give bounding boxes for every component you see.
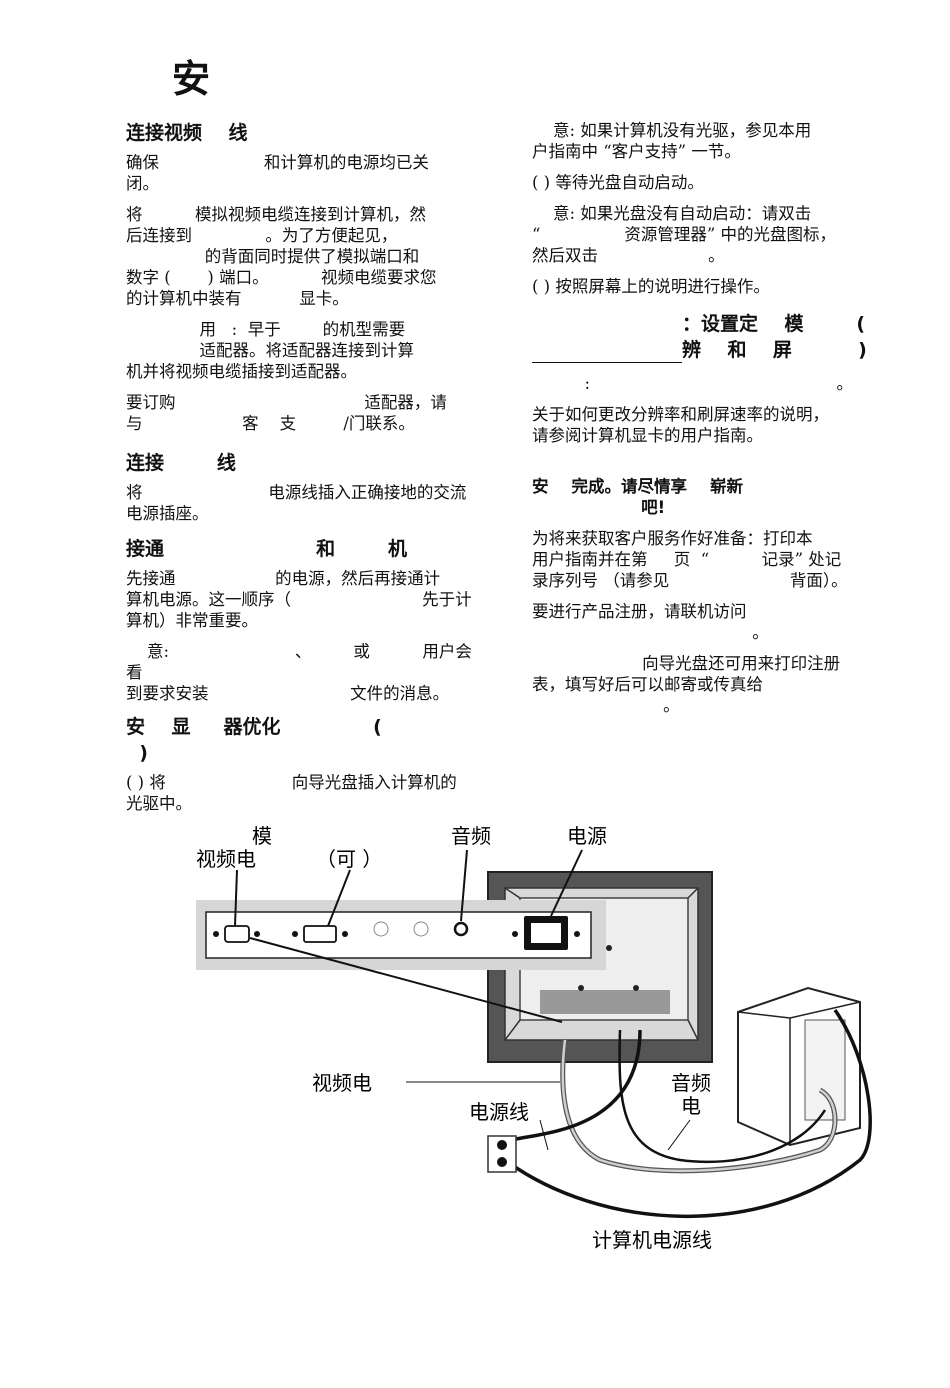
note-paragraph: 用 : 早于 的机型需要 适配器。将适配器连接到计算 机并将视频电缆插接到适配器… bbox=[126, 320, 414, 381]
paragraph: 将 电源线插入正确接地的交流 电源插座。 bbox=[126, 483, 467, 523]
label-video-cable: 视频电 bbox=[312, 1071, 372, 1095]
section-heading-resolution: ：设置定 模 ( 辨 和 屏 ) bbox=[532, 311, 888, 363]
label-power: 电源 bbox=[567, 824, 607, 848]
paragraph: 关于如何更改分辨率和刷屏速率的说明， 请参阅计算机显卡的用户指南。 bbox=[532, 405, 829, 445]
label-analog: 模 bbox=[252, 824, 272, 848]
paragraph: 要订购 适配器，请 与 客 支 /门联系。 bbox=[126, 393, 447, 433]
paragraph: 将 模拟视频电缆连接到计算机，然 后连接到 。为了方便起见， 的背面同时提供了模… bbox=[126, 205, 437, 308]
heading-text: ：设置定 模 ( 辨 和 屏 ) bbox=[682, 313, 867, 361]
paragraph: 要进行产品注册，请联机访问 。 bbox=[532, 602, 769, 642]
label-video-cable-top: 视频电 bbox=[196, 847, 256, 871]
label-power-cord: 电源线 bbox=[469, 1100, 529, 1124]
audio-port-icon bbox=[453, 921, 469, 937]
pointer-lines bbox=[234, 849, 691, 1151]
note-paragraph: 意: 如果计算机没有光驱，参见本用 户指南中 “客户支持” 一节。 bbox=[532, 121, 812, 161]
paragraph: 确保 和计算机的电源均已关 闭。 bbox=[126, 153, 429, 193]
paragraph: ( ) 将 向导光盘插入计算机的 光驱中。 bbox=[126, 773, 457, 813]
paragraph: 先接通 的电源，然后再接通计 算机电源。这一顺序（ 先于计 算机）非常重要。 bbox=[126, 569, 472, 630]
paragraph: 向导光盘还可用来打印注册 表，填写好后可以邮寄或传真给 。 bbox=[532, 654, 841, 715]
dvi-port-icon bbox=[303, 925, 337, 943]
section-heading-power-on: 接通 和 机 bbox=[126, 538, 408, 560]
note-paragraph: 意: 、 或 用户会看 到要求安装 文件的消息。 bbox=[126, 642, 472, 703]
connector-panel bbox=[196, 900, 606, 970]
label-audio: 音频 bbox=[451, 824, 491, 848]
section-heading-install-optimization: 安 显 器优化 ( ) bbox=[126, 716, 382, 764]
section-heading-power-cable: 连接 线 bbox=[126, 452, 236, 474]
step-paragraph: ( ) 等待光盘自动启动。 bbox=[532, 173, 704, 192]
paragraph: 为将来获取客户服务作好准备：打印本 用户指南并在第 页 “ 记录” 处记 录序列… bbox=[532, 529, 848, 590]
right-column: 意: 如果计算机没有光驱，参见本用 户指南中 “客户支持” 一节。 ( ) 等待… bbox=[532, 120, 888, 726]
left-column: 连接视频 线 确保 和计算机的电源均已关 闭。 将 模拟视频电缆连接到计算机，然… bbox=[126, 120, 488, 824]
computer-tower bbox=[737, 986, 861, 1147]
completion-text: 安 完成。请尽情享 崭新 吧! bbox=[532, 477, 743, 517]
note-paragraph: 意: 如果光盘没有自动启动：请双击 “ 资源管理器” 中的光盘图标， 然后双击 … bbox=[532, 204, 837, 265]
label-audio-cable-2: 电 bbox=[681, 1094, 701, 1118]
vga-port-icon bbox=[224, 925, 250, 943]
step-paragraph: ( ) 按照屏幕上的说明进行操作。 bbox=[532, 277, 770, 296]
paragraph: : 。 bbox=[532, 374, 854, 393]
wall-outlet-icon bbox=[487, 1135, 517, 1173]
page-title: 安 bbox=[172, 57, 213, 101]
label-pc-power-cord: 计算机电源线 bbox=[592, 1228, 712, 1252]
label-audio-cable-1: 音频 bbox=[671, 1071, 711, 1095]
label-optional: （可 ） bbox=[316, 847, 382, 871]
heading-rule bbox=[532, 342, 682, 363]
section-heading-video-cable: 连接视频 线 bbox=[126, 122, 248, 144]
